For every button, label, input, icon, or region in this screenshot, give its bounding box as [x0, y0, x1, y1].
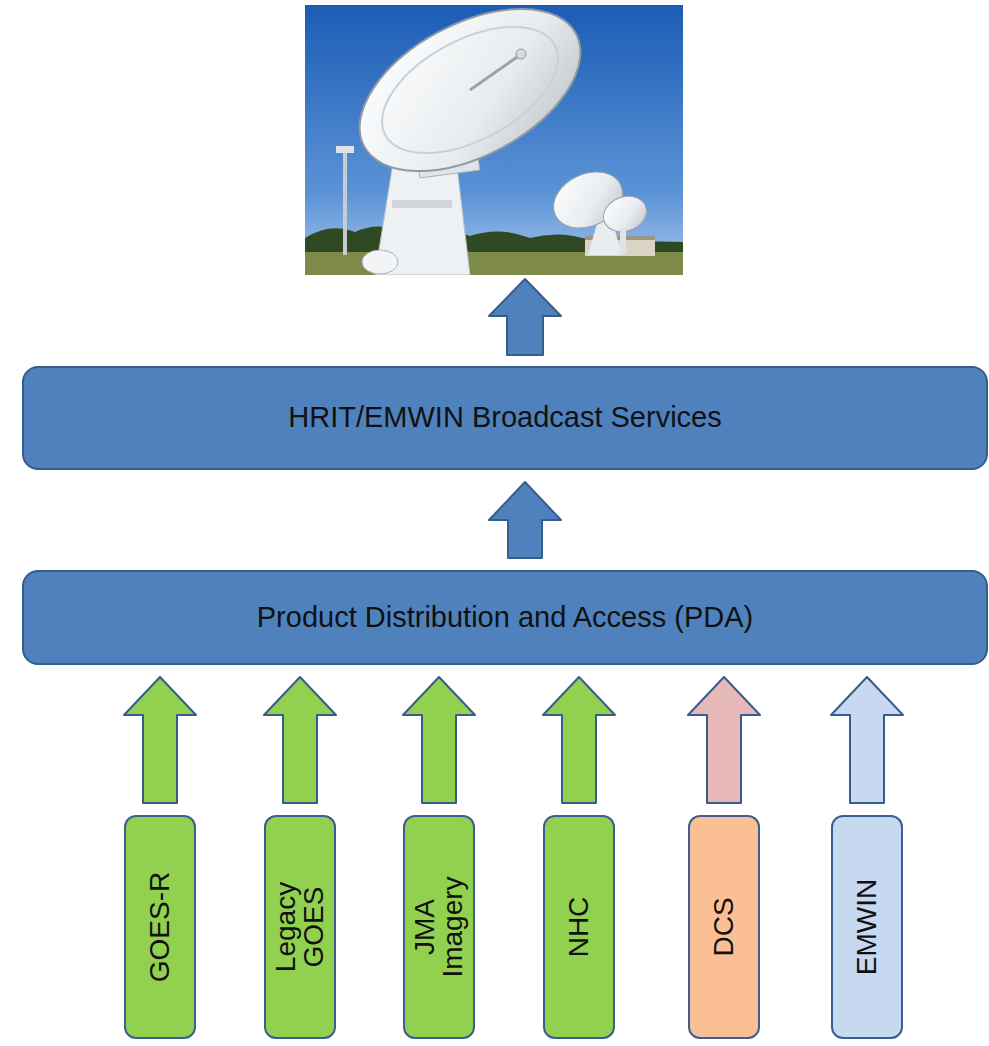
- base-dish: [362, 250, 398, 274]
- source-box: GOES-R: [124, 815, 196, 1039]
- source-label: JMA Imagery: [411, 857, 467, 997]
- source-box: Legacy GOES: [264, 815, 336, 1039]
- feed-horn: [516, 49, 526, 59]
- flow-arrow: [543, 677, 615, 803]
- source-label: GOES-R: [146, 827, 174, 1027]
- source-box: EMWIN: [831, 815, 903, 1039]
- source-label: NHC: [565, 827, 593, 1027]
- service-band: Product Distribution and Access (PDA): [22, 570, 988, 665]
- photo-group: [305, 5, 683, 275]
- light-pole: [343, 150, 347, 255]
- service-band: HRIT/EMWIN Broadcast Services: [22, 366, 988, 470]
- source-box: DCS: [688, 815, 760, 1039]
- source-label: DCS: [710, 827, 738, 1027]
- flow-arrow: [264, 677, 336, 803]
- flow-arrow: [489, 482, 561, 558]
- small-mast: [620, 228, 626, 254]
- source-label: EMWIN: [853, 827, 881, 1027]
- pedestal-ring: [392, 200, 452, 208]
- band-label: HRIT/EMWIN Broadcast Services: [288, 402, 721, 434]
- flow-arrow: [831, 677, 903, 803]
- flow-arrow: [688, 677, 760, 803]
- band-label: Product Distribution and Access (PDA): [257, 602, 753, 634]
- flow-arrow: [403, 677, 475, 803]
- light-head: [336, 146, 354, 153]
- main-dish: [333, 5, 607, 205]
- uplink-arrow: [489, 279, 561, 355]
- source-box: JMA Imagery: [403, 815, 475, 1039]
- source-box: NHC: [543, 815, 615, 1039]
- flow-arrow: [124, 677, 196, 803]
- dish-rim: [362, 5, 578, 179]
- source-label: Legacy GOES: [272, 857, 328, 997]
- feed-strut: [470, 55, 520, 90]
